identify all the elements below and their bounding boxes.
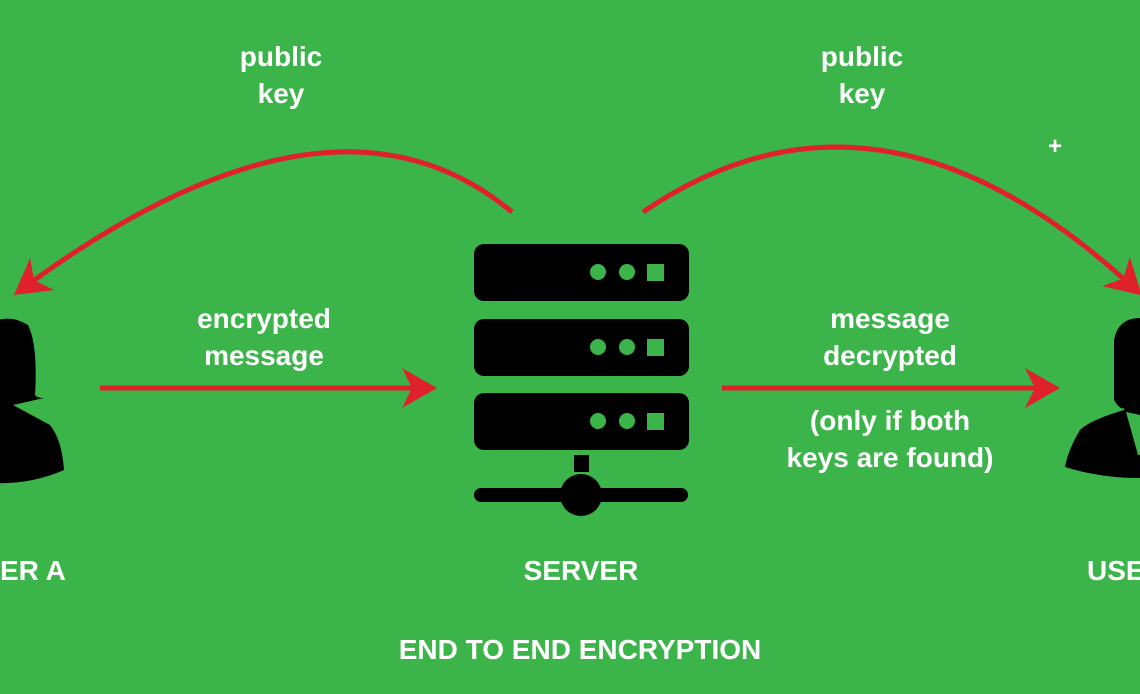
public-key-label-left: public key [201,38,361,112]
server-label: SERVER [523,555,639,586]
label-line: message [204,340,324,371]
label-line: (only if both [809,405,971,436]
public-key-label-right: public key [782,38,942,112]
diagram-title: END TO END ENCRYPTION [398,634,762,665]
encrypted-message-label: encrypted message [164,300,364,374]
label-line: decrypted [823,340,957,371]
label-line: public [239,41,323,72]
plus-sign: + [1047,133,1062,160]
female-user-icon [0,318,64,484]
label-line: message [830,303,950,334]
label-line: encrypted [197,303,331,334]
message-decrypted-label: message decrypted [790,300,990,374]
label-line: key [838,78,886,109]
server-icon [474,244,689,516]
label-line: key [257,78,305,109]
public-key-arrow-left [13,149,514,295]
user-a-label: ER A [0,555,66,586]
public-key-arrow-right [641,144,1140,296]
male-user-icon [1065,318,1140,478]
label-line: public [820,41,904,72]
user-b-label: USE [1087,555,1140,586]
label-line: keys are found) [786,442,994,473]
condition-label: (only if both keys are found) [760,402,1020,476]
